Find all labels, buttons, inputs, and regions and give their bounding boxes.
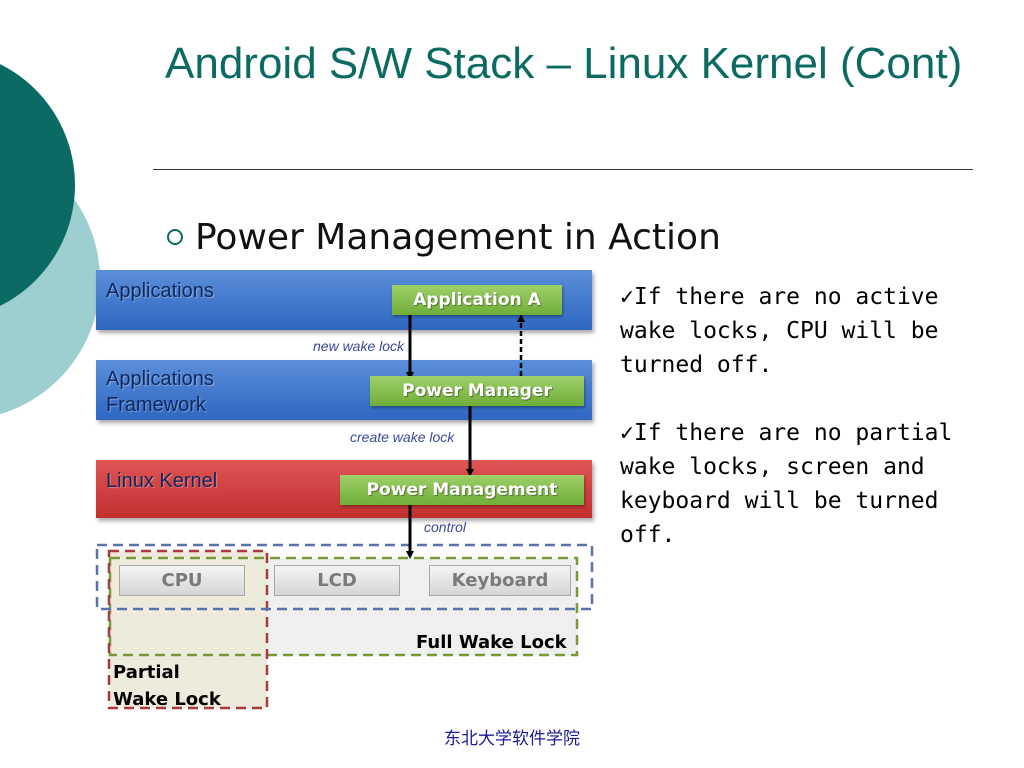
annotation-create-wake-lock: create wake lock: [350, 429, 455, 445]
partial-wake-lock-region: [107, 549, 269, 710]
title-divider: [153, 169, 973, 170]
notes-panel: ✓If there are no active wake locks, CPU …: [620, 280, 960, 586]
full-wake-lock-region: [108, 556, 579, 657]
partial-wake-lock-label-line1: Partial: [113, 662, 180, 683]
slide-title: Android S/W Stack – Linux Kernel (Cont): [165, 39, 963, 88]
full-wake-lock-label: Full Wake Lock: [416, 632, 567, 653]
circle-bullet-icon: [167, 229, 183, 245]
bullet-text: Power Management in Action: [195, 216, 721, 258]
hardware-lcd: LCD: [274, 565, 400, 596]
bullet-item: Power Management in Action: [167, 212, 721, 262]
layer-label-framework: Applications Framework: [106, 366, 214, 418]
decor-dark-circle: [0, 64, 75, 306]
slide-footer: 东北大学软件学院: [444, 729, 580, 749]
annotation-control: control: [424, 519, 467, 535]
layer-label-applications: Applications: [106, 280, 214, 302]
layer-label-framework-line1: Applications: [106, 368, 214, 390]
component-power-management: Power Management: [340, 475, 584, 505]
partial-wake-lock-label-line2: Wake Lock: [113, 689, 221, 710]
slide-decoration: [0, 64, 100, 415]
hardware-region: [95, 543, 594, 611]
note-cpu: ✓If there are no active wake locks, CPU …: [620, 284, 939, 378]
annotation-new-wake-lock: new wake lock: [313, 338, 405, 354]
layer-label-kernel: Linux Kernel: [106, 470, 218, 492]
hardware-cpu: CPU: [119, 565, 245, 596]
component-power-manager: Power Manager: [370, 376, 584, 406]
component-application-a: Application A: [392, 285, 562, 315]
partial-wake-lock-label: Partial Wake Lock: [113, 659, 221, 713]
note-screen-keyboard: ✓If there are no partial wake locks, scr…: [620, 420, 953, 548]
layer-label-framework-line2: Framework: [106, 394, 207, 416]
hardware-keyboard: Keyboard: [429, 565, 571, 596]
